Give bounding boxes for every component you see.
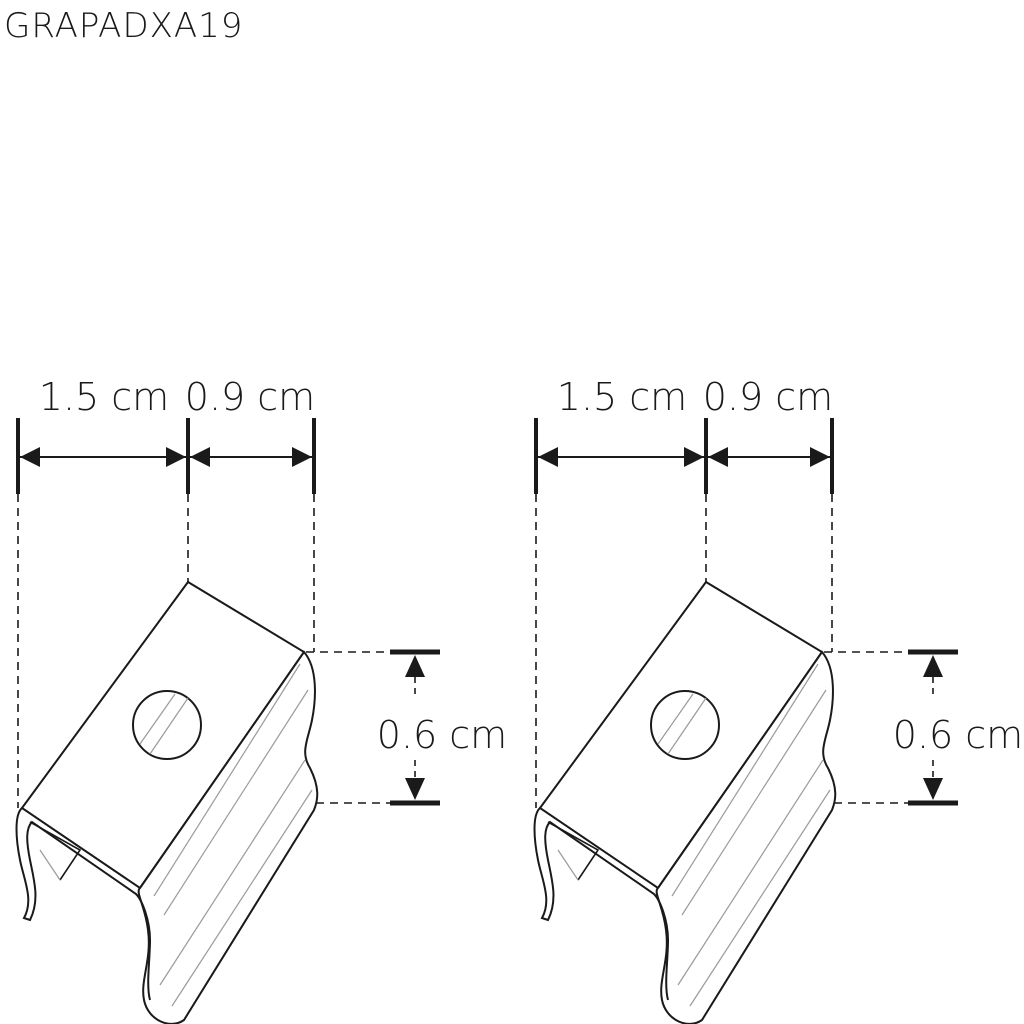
- dimension-height: 0.6 cm: [893, 713, 1023, 757]
- dimension-width-b: 0.9 cm: [703, 375, 833, 419]
- product-code-title: GRAPADXA19: [4, 6, 244, 46]
- clip-drawing-right: 1.5 cm 0.9 cm 0.6 cm: [535, 375, 1023, 1024]
- clip-drawing-left: 1.5 cm 0.9 cm 0.6 cm: [17, 375, 507, 1024]
- dimension-width-b: 0.9 cm: [185, 375, 315, 419]
- dimension-height: 0.6 cm: [377, 713, 507, 757]
- dimension-width-a: 1.5 cm: [557, 375, 687, 419]
- dimension-width-a: 1.5 cm: [39, 375, 169, 419]
